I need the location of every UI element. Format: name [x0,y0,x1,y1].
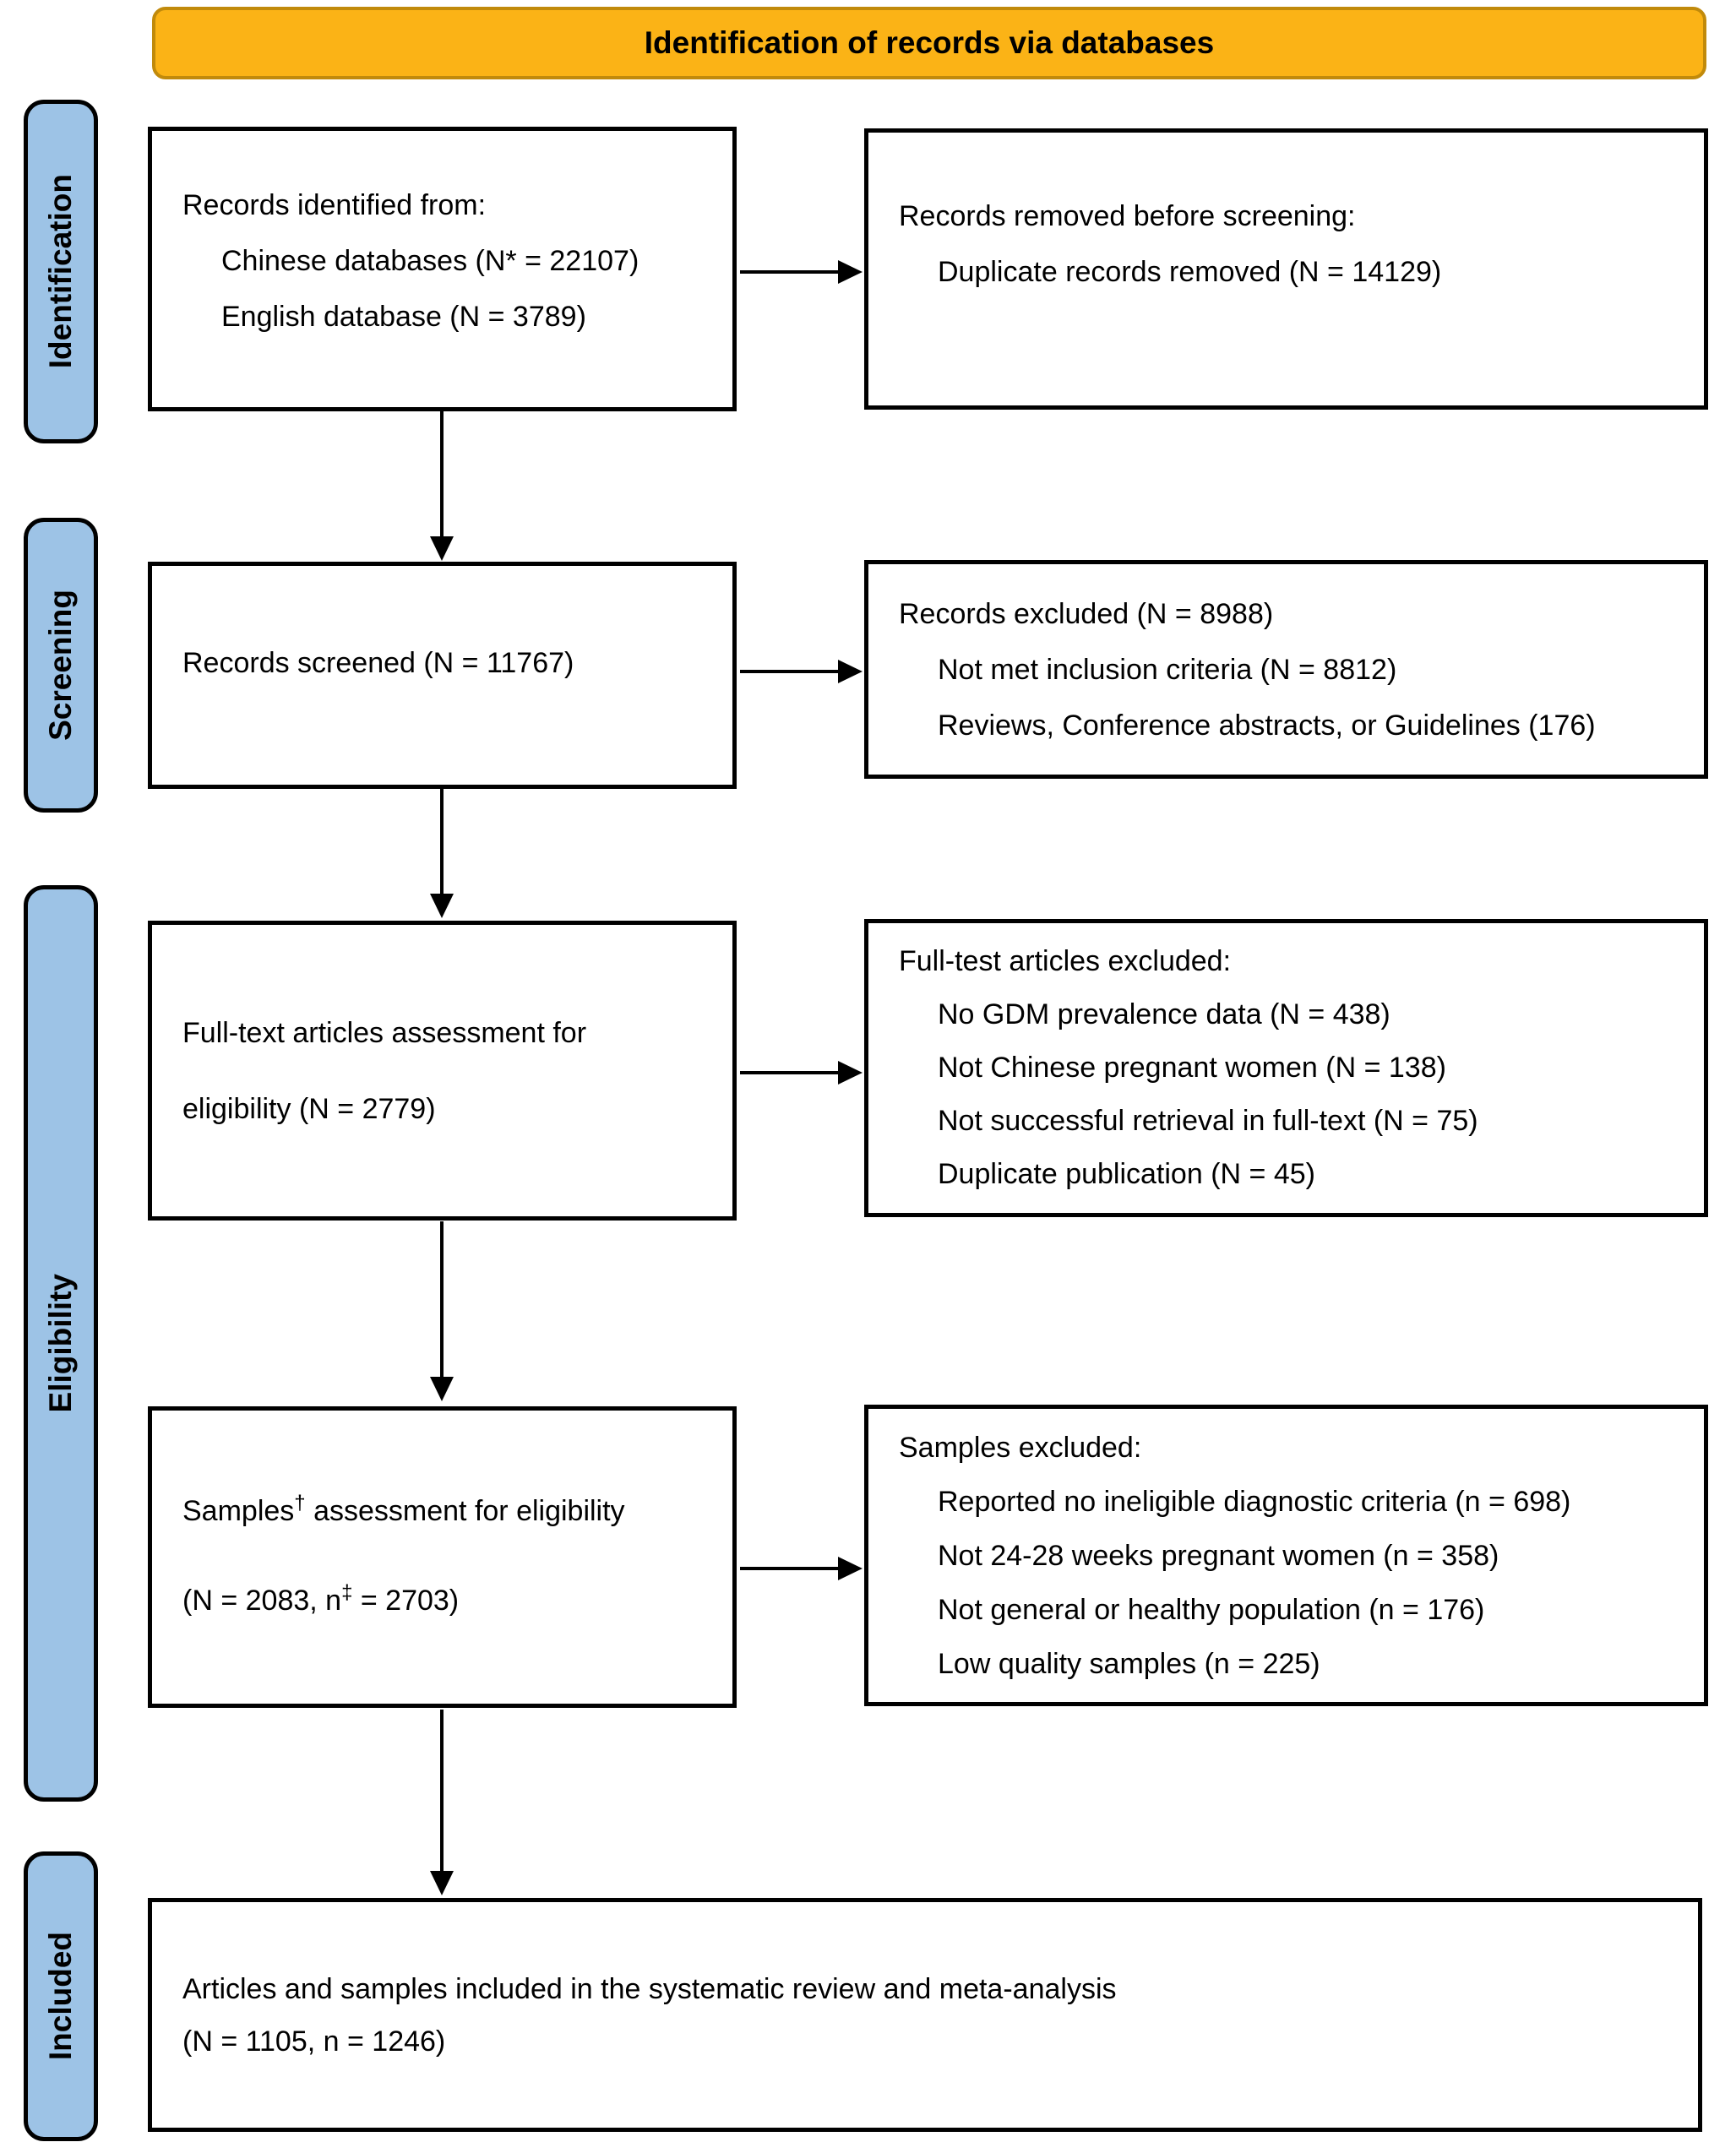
box-fulltext-excluded: Full-test articles excluded: No GDM prev… [864,919,1708,1217]
stage-label-screening: Screening [24,518,98,813]
fulltext-excluded-heading: Full-test articles excluded: [899,945,1232,977]
samples-assessed-line1-post: assessment for eligibility [305,1494,625,1527]
fulltext-excluded-item: Duplicate publication (N = 45) [938,1158,1315,1190]
stage-label-included: Included [24,1851,98,2141]
samples-excluded-item: Not general or healthy population (n = 1… [938,1593,1485,1626]
arrow-samples-to-included [430,1710,454,1895]
box-records-identified: Records identified from: Chinese databas… [148,127,737,411]
arrow-screened-to-excluded [740,660,863,683]
included-line2: (N = 1105, n = 1246) [182,2025,446,2058]
samples-excluded-item: Low quality samples (n = 225) [938,1647,1320,1680]
arrow-screened-to-fulltext [430,789,454,918]
records-excluded-item: Reviews, Conference abstracts, or Guidel… [938,709,1596,742]
samples-excluded-item: Reported no ineligible diagnostic criter… [938,1485,1571,1518]
fulltext-assessed-line1: Full-text articles assessment for [182,1016,587,1049]
dagger-symbol: † [294,1491,306,1514]
samples-assessed-line1-pre: Samples [182,1494,295,1527]
arrow-fulltext-to-samples [430,1221,454,1401]
samples-assessed-line1: Samples† assessment for eligibility [182,1485,724,1541]
stage-label-included-text: Included [43,1932,78,2061]
stage-label-screening-text: Screening [43,590,78,741]
fulltext-excluded-item: Not Chinese pregnant women (N = 138) [938,1052,1446,1084]
samples-assessed-line2-post: = 2703) [352,1584,460,1617]
records-identified-heading: Records identified from: [182,188,487,221]
records-excluded-item: Not met inclusion criteria (N = 8812) [938,653,1397,686]
records-identified-item: Chinese databases (N* = 22107) [221,244,639,277]
records-excluded-heading: Records excluded (N = 8988) [899,597,1274,630]
arrow-identified-to-screened [430,411,454,561]
banner-title: Identification of records via databases [644,25,1215,60]
arrow-samples-to-excluded [740,1557,863,1580]
box-samples-assessed: Samples† assessment for eligibility (N =… [148,1406,737,1708]
stage-label-identification: Identification [24,100,98,443]
fulltext-assessed-line2: eligibility (N = 2779) [182,1092,436,1125]
stage-label-identification-text: Identification [43,174,78,369]
box-records-excluded: Records excluded (N = 8988) Not met incl… [864,560,1708,779]
stage-label-eligibility-text: Eligibility [43,1274,78,1413]
samples-assessed-line2: (N = 2083, n‡ = 2703) [182,1574,724,1630]
samples-assessed-line2-pre: (N = 2083, n [182,1584,342,1617]
fulltext-excluded-item: No GDM prevalence data (N = 438) [938,998,1390,1030]
records-screened-text: Records screened (N = 11767) [182,646,574,679]
arrow-fulltext-to-excluded [740,1061,863,1085]
included-line1: Articles and samples included in the sys… [182,1972,1117,2005]
box-records-removed: Records removed before screening: Duplic… [864,128,1708,410]
records-identified-item: English database (N = 3789) [221,300,586,333]
fulltext-excluded-item: Not successful retrieval in full-text (N… [938,1105,1478,1137]
records-removed-heading: Records removed before screening: [899,199,1356,232]
records-removed-item: Duplicate records removed (N = 14129) [938,255,1442,288]
box-included: Articles and samples included in the sys… [148,1898,1702,2132]
box-fulltext-assessed: Full-text articles assessment for eligib… [148,921,737,1221]
samples-excluded-item: Not 24-28 weeks pregnant women (n = 358) [938,1539,1499,1572]
arrow-identified-to-removed [740,260,863,284]
box-records-screened: Records screened (N = 11767) [148,562,737,789]
stage-label-eligibility: Eligibility [24,885,98,1802]
double-dagger-symbol: ‡ [341,1580,353,1604]
banner: Identification of records via databases [152,7,1706,79]
samples-excluded-heading: Samples excluded: [899,1431,1142,1464]
box-samples-excluded: Samples excluded: Reported no ineligible… [864,1405,1708,1706]
